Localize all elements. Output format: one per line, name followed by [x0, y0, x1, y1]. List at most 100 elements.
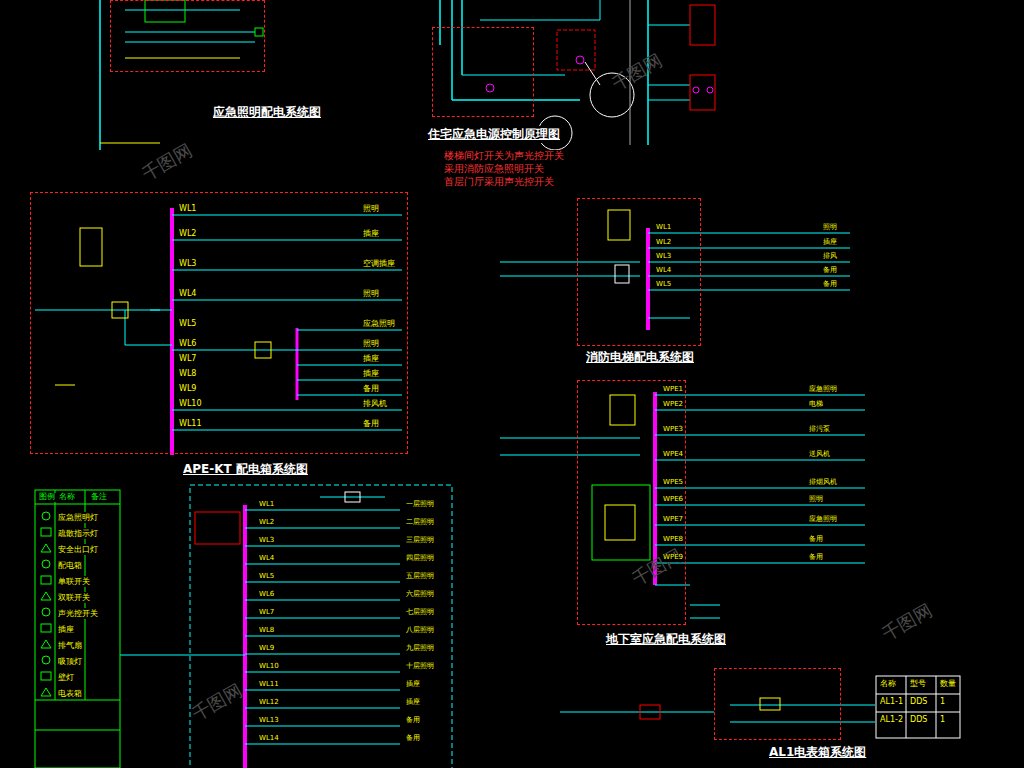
label-text: WL1 [655, 224, 672, 232]
label-text: AL1-2 [879, 716, 904, 725]
label-text: 首层门厅采用声光控开关 [443, 176, 555, 187]
legend-text: 吸顶灯 [58, 656, 82, 667]
panel-box: 应急照明配电系统图 [110, 0, 265, 72]
panel-title: 地下室应急配电系统图 [604, 631, 728, 648]
label-text: WPE8 [662, 536, 684, 544]
legend-text: 配电箱 [58, 560, 82, 571]
label-text: 排风 [822, 253, 838, 261]
legend-symbol [39, 575, 53, 585]
label-text: WPE1 [662, 386, 684, 394]
legend-text: 壁灯 [58, 672, 74, 683]
label-text: 四层照明 [405, 555, 435, 563]
label-text: WPE5 [662, 479, 684, 487]
label-text: WPE6 [662, 496, 684, 504]
label-text: 空调插座 [362, 260, 396, 269]
label-text: WL8 [178, 370, 197, 379]
watermark: 千图网 [188, 678, 247, 726]
panel-title: 消防电梯配电系统图 [584, 349, 696, 366]
legend-text: 应急照明灯 [58, 512, 98, 523]
label-text: WL8 [258, 627, 275, 635]
legend-text: 疏散指示灯 [58, 528, 98, 539]
legend-symbol [39, 655, 53, 665]
panel-box: 消防电梯配电系统图 [577, 198, 701, 346]
label-text: 1 [939, 716, 946, 725]
label-text: WL12 [258, 699, 280, 707]
legend-text: 电表箱 [58, 688, 82, 699]
panel-title: APE-KT 配电箱系统图 [181, 461, 310, 478]
label-text: 电梯 [808, 401, 824, 409]
label-text: 排污泵 [808, 426, 831, 434]
label-text: 备用 [822, 281, 838, 289]
label-text: 插座 [362, 370, 380, 379]
label-text: 备用 [362, 385, 380, 394]
label-text: 照明 [808, 496, 824, 504]
legend-symbol [39, 671, 53, 681]
label-text: WL11 [258, 681, 280, 689]
label-text: WL2 [258, 519, 275, 527]
label-text: 八层照明 [405, 627, 435, 635]
label-text: WPE4 [662, 451, 684, 459]
legend-text: 双联开关 [58, 592, 90, 603]
label-text: DDS [909, 698, 928, 707]
legend-symbol [39, 639, 53, 649]
label-text: WL2 [655, 239, 672, 247]
label-text: WL1 [178, 205, 197, 214]
label-text: 三层照明 [405, 537, 435, 545]
label-text: WL4 [655, 267, 672, 275]
label-text: 十层照明 [405, 663, 435, 671]
label-text: 应急照明 [808, 516, 838, 524]
label-text: WL6 [178, 340, 197, 349]
label-text: WPE3 [662, 426, 684, 434]
label-text: WL5 [258, 573, 275, 581]
label-text: 照明 [822, 224, 838, 232]
label-text: WPE7 [662, 516, 684, 524]
label-text: 采用消防应急照明开关 [443, 163, 545, 174]
legend-symbol [39, 511, 53, 521]
label-text: 插座 [405, 699, 421, 707]
label-text: 插座 [405, 681, 421, 689]
label-text: WL5 [178, 320, 197, 329]
label-text: WL10 [178, 400, 203, 409]
label-text: WL9 [258, 645, 275, 653]
label-text: 备注 [90, 493, 108, 502]
label-text: WL7 [258, 609, 275, 617]
label-text: 1 [939, 698, 946, 707]
label-text: 数量 [939, 680, 957, 689]
label-text: 备用 [822, 267, 838, 275]
label-text: 图例 [38, 493, 56, 502]
label-text: WL4 [258, 555, 275, 563]
label-text: WL14 [258, 735, 280, 743]
label-text: WL4 [178, 290, 197, 299]
label-text: 型号 [909, 680, 927, 689]
label-text: WL3 [655, 253, 672, 261]
label-text: 名称 [58, 493, 76, 502]
label-text: 七层照明 [405, 609, 435, 617]
legend-text: 安全出口灯 [58, 544, 98, 555]
legend-text: 插座 [58, 624, 74, 635]
label-text: WL10 [258, 663, 280, 671]
label-text: WL3 [178, 260, 197, 269]
label-text: 备用 [808, 554, 824, 562]
label-text: WL2 [178, 230, 197, 239]
panel-title: 住宅应急电源控制原理图 [426, 126, 562, 143]
label-text: 应急照明 [362, 320, 396, 329]
legend-text: 排气扇 [58, 640, 82, 651]
label-text: 备用 [362, 420, 380, 429]
legend-symbol [39, 607, 53, 617]
label-text: WL9 [178, 385, 197, 394]
label-text: 照明 [362, 205, 380, 214]
label-text: 照明 [362, 290, 380, 299]
label-text: WL11 [178, 420, 203, 429]
label-text: WPE2 [662, 401, 684, 409]
label-text: 楼梯间灯开关为声光控开关 [443, 150, 565, 161]
label-text: DDS [909, 716, 928, 725]
label-text: 一层照明 [405, 501, 435, 509]
legend-symbol [39, 623, 53, 633]
panel-title: AL1电表箱系统图 [767, 744, 868, 761]
label-text: 名称 [879, 680, 897, 689]
label-text: 排风机 [362, 400, 388, 409]
panel-box: AL1电表箱系统图 [714, 668, 841, 740]
label-text: WPE9 [662, 554, 684, 562]
label-text: 五层照明 [405, 573, 435, 581]
